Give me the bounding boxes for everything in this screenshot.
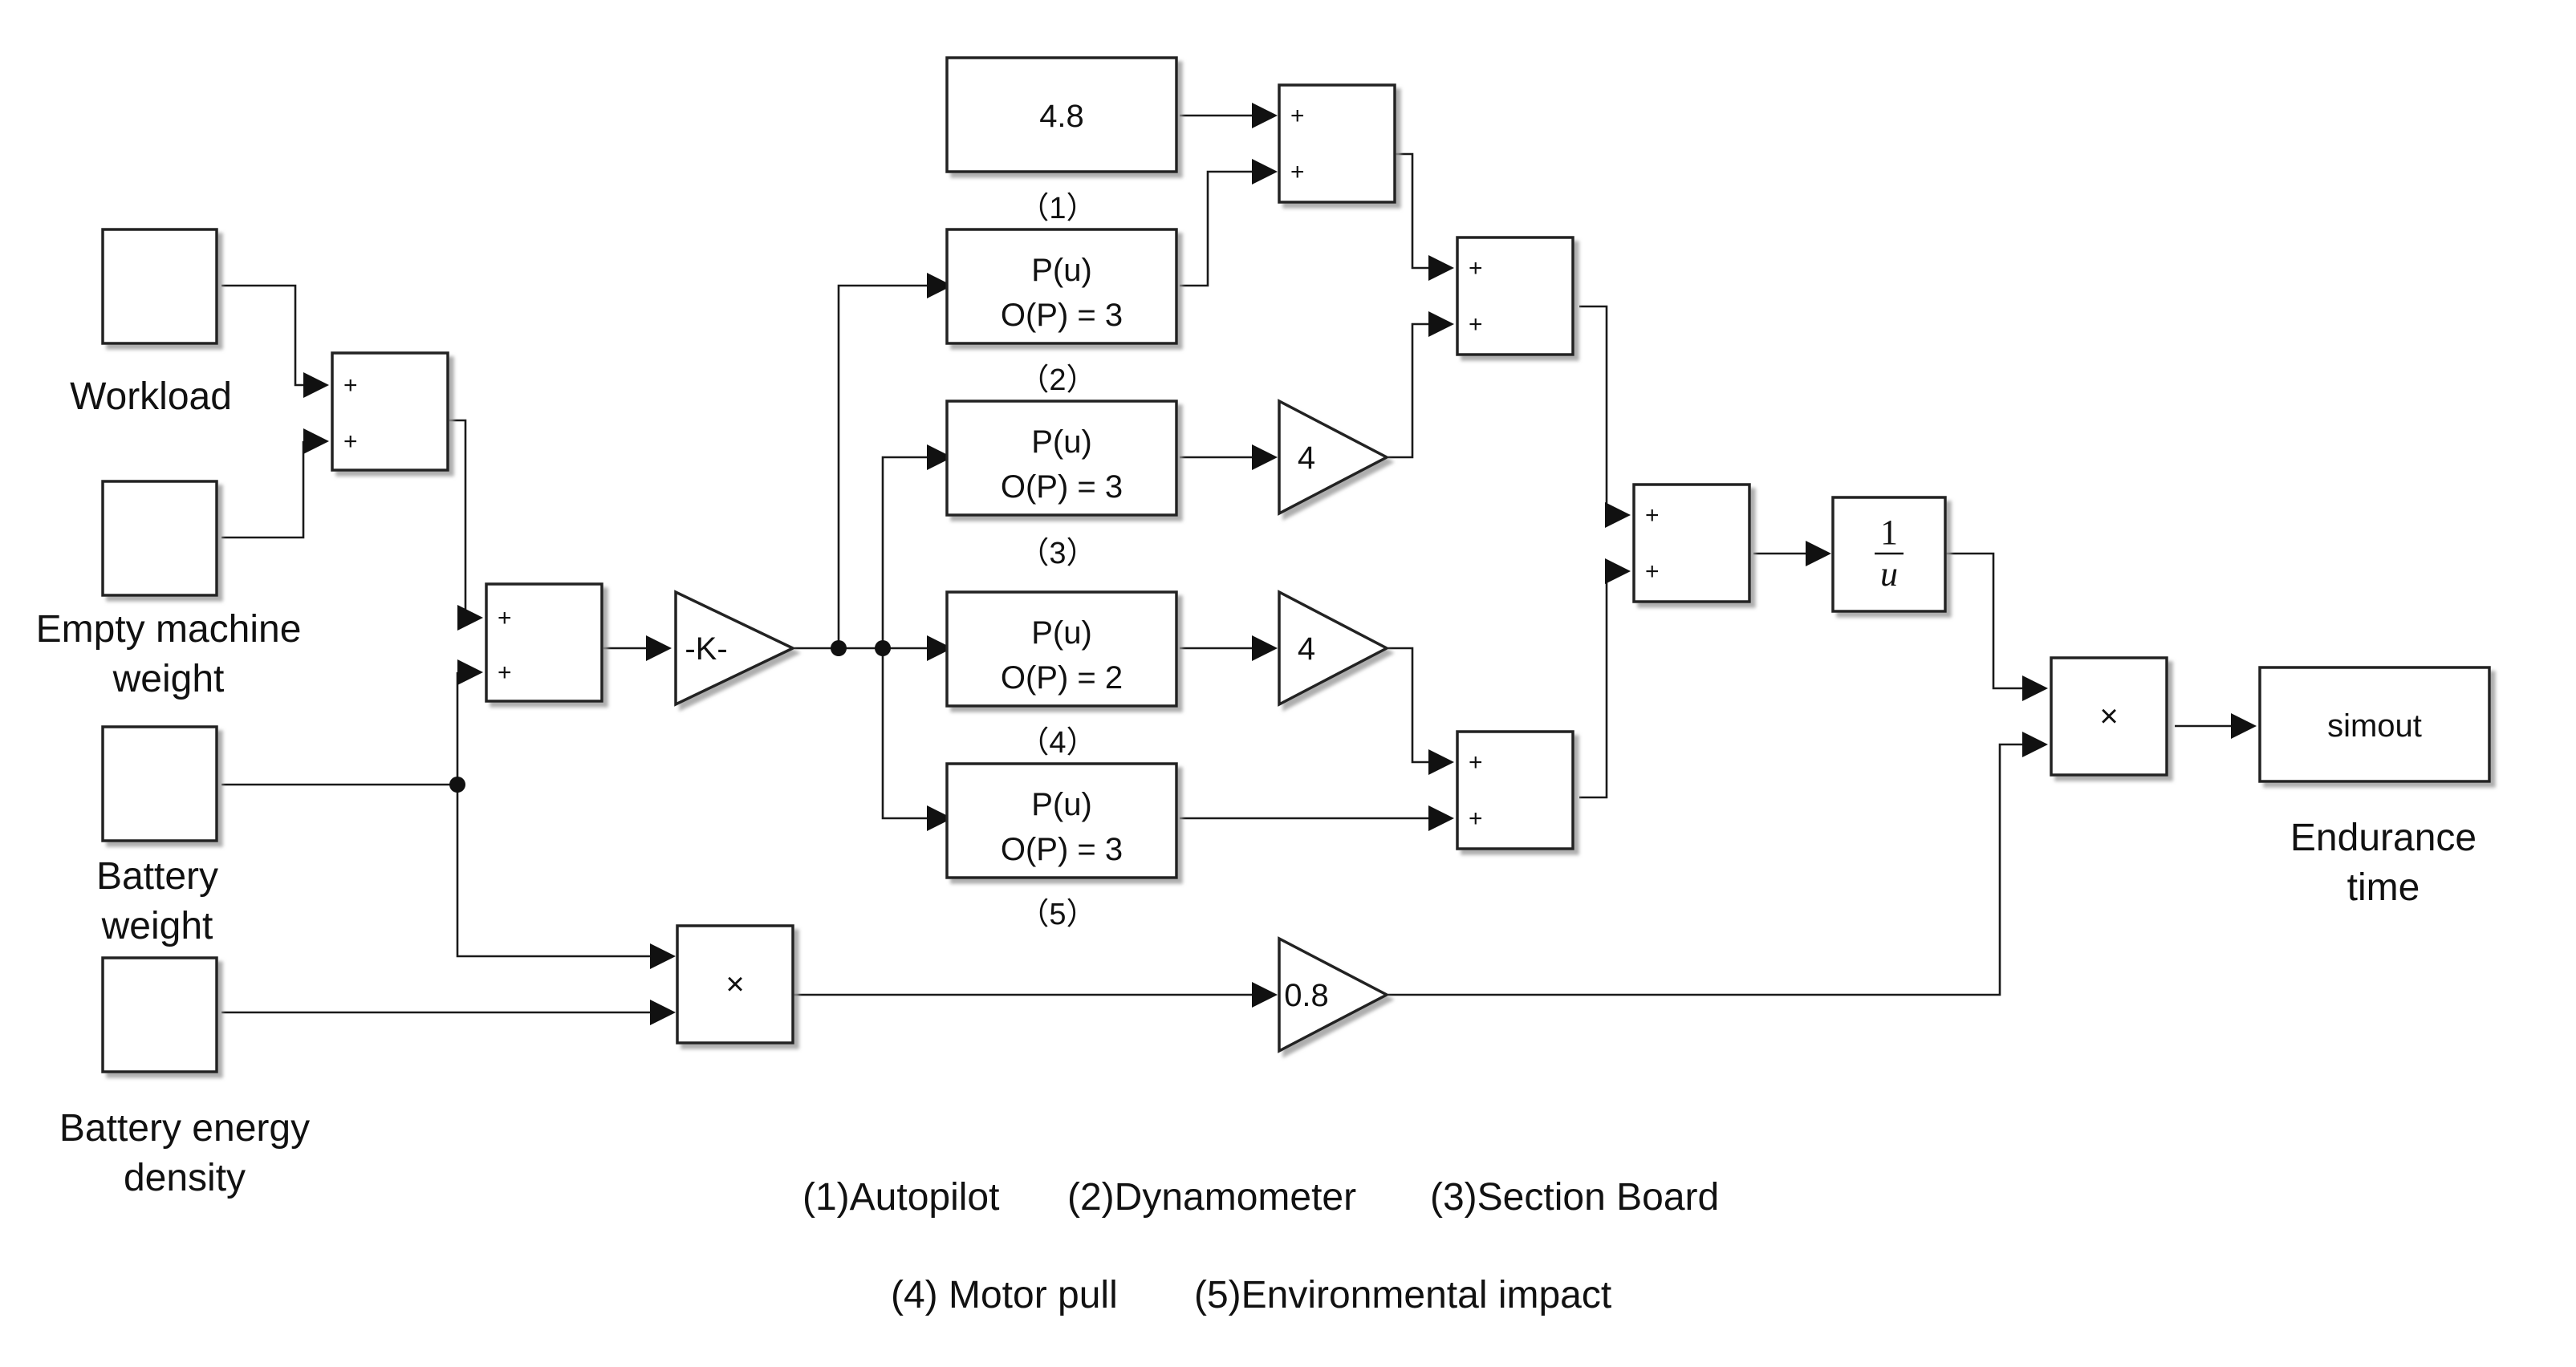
input-battery-energy-density[interactable]: Battery energy density [59, 956, 310, 1199]
sum3-sign-a: + [1290, 103, 1305, 129]
constant-value: 4.8 [1039, 99, 1084, 134]
sum4-sign-a: + [1469, 255, 1483, 282]
poly1-order: O(P) = 3 [1001, 298, 1123, 333]
legend-item-motor-pull: (4) Motor pull [891, 1274, 1118, 1316]
sum1-sign-b: + [343, 428, 358, 455]
empty-weight-label-line1: Empty machine [36, 608, 302, 651]
poly2-expr: P(u) [1031, 424, 1092, 460]
legend-item-section-board: (3)Section Board [1430, 1176, 1719, 1219]
sum-block-6[interactable]: + + [1632, 483, 1751, 603]
poly1-expr: P(u) [1031, 253, 1092, 288]
product2-symbol: × [2099, 699, 2118, 734]
legend-item-environmental-impact: (5)Environmental impact [1194, 1274, 1611, 1316]
gain-0-8-text: 0.8 [1284, 978, 1329, 1013]
signal-arrowheads [303, 103, 2257, 1025]
poly3-expr: P(u) [1031, 615, 1092, 651]
legend-item-autopilot: (1)Autopilot [802, 1176, 999, 1219]
sum2-sign-a: + [498, 605, 512, 631]
sum-block-4[interactable]: + + [1456, 236, 1574, 356]
sum5-sign-b: + [1469, 805, 1483, 832]
poly4-order: O(P) = 3 [1001, 832, 1123, 867]
reciprocal-denominator: u [1880, 554, 1898, 594]
signal-wires [221, 114, 2231, 1014]
simout-text: simout [2327, 708, 2422, 744]
polynomial-block-2[interactable]: P(u) O(P) = 3 [945, 400, 1178, 517]
sum1-sign-a: + [343, 372, 358, 399]
block-number-2: （2） [1018, 363, 1096, 397]
sum-block-2[interactable]: + + [485, 582, 603, 703]
legend: (1)Autopilot (2)Dynamometer (3)Section B… [802, 1176, 1719, 1316]
input-battery-weight[interactable]: Battery weight [96, 725, 218, 947]
product-block-output[interactable]: × [2050, 656, 2168, 777]
simout-block[interactable]: simout [2258, 666, 2491, 783]
poly4-expr: P(u) [1031, 787, 1092, 822]
polynomial-block-4[interactable]: P(u) O(P) = 3 [945, 762, 1178, 879]
sum-block-3[interactable]: + + [1278, 83, 1396, 204]
block-number-5: （5） [1018, 898, 1096, 931]
constant-block[interactable]: 4.8 [945, 56, 1178, 173]
poly2-order: O(P) = 3 [1001, 469, 1123, 505]
reciprocal-numerator: 1 [1880, 513, 1898, 552]
workload-label: Workload [70, 375, 232, 418]
gain-block-4a[interactable]: 4 [1278, 399, 1390, 516]
block-number-1: （1） [1018, 192, 1096, 225]
block-number-4: （4） [1018, 726, 1096, 760]
product-block-battery[interactable]: × [676, 924, 794, 1045]
polynomial-block-3[interactable]: P(u) O(P) = 2 [945, 590, 1178, 708]
empty-weight-label-line2: weight [112, 658, 225, 700]
product1-symbol: × [725, 967, 744, 1002]
input-empty-machine-weight[interactable]: Empty machine weight [36, 480, 302, 700]
energy-density-label-line1: Battery energy [59, 1107, 310, 1150]
sum5-sign-a: + [1469, 749, 1483, 776]
sum2-sign-b: + [498, 659, 512, 686]
gain-4a-text: 4 [1298, 440, 1315, 476]
sum4-sign-b: + [1469, 311, 1483, 338]
block-number-3: （3） [1018, 537, 1096, 570]
legend-item-dynamometer: (2)Dynamometer [1067, 1176, 1356, 1219]
battery-weight-label-line1: Battery [96, 855, 218, 898]
gain-4b-text: 4 [1298, 631, 1315, 667]
reciprocal-block[interactable]: 1 u [1831, 496, 1947, 613]
sum6-sign-a: + [1645, 502, 1660, 529]
sum-block-5[interactable]: + + [1456, 730, 1574, 850]
battery-weight-label-line2: weight [101, 905, 213, 947]
polynomial-block-1[interactable]: P(u) O(P) = 3 [945, 228, 1178, 345]
endurance-label-line1: Endurance [2290, 817, 2476, 859]
gain-block-0-8[interactable]: 0.8 [1278, 936, 1390, 1053]
sum6-sign-b: + [1645, 558, 1660, 585]
endurance-label-line2: time [2347, 866, 2420, 909]
poly3-order: O(P) = 2 [1001, 660, 1123, 696]
branch-points [449, 640, 891, 793]
energy-density-label-line2: density [124, 1157, 246, 1199]
gain-block-k[interactable]: -K- [674, 590, 797, 707]
gain-k-text: -K- [685, 631, 727, 667]
gain-block-4b[interactable]: 4 [1278, 590, 1390, 707]
sum3-sign-b: + [1290, 159, 1305, 185]
input-workload[interactable]: Workload [70, 228, 232, 418]
sum-block-1[interactable]: + + [331, 351, 449, 472]
